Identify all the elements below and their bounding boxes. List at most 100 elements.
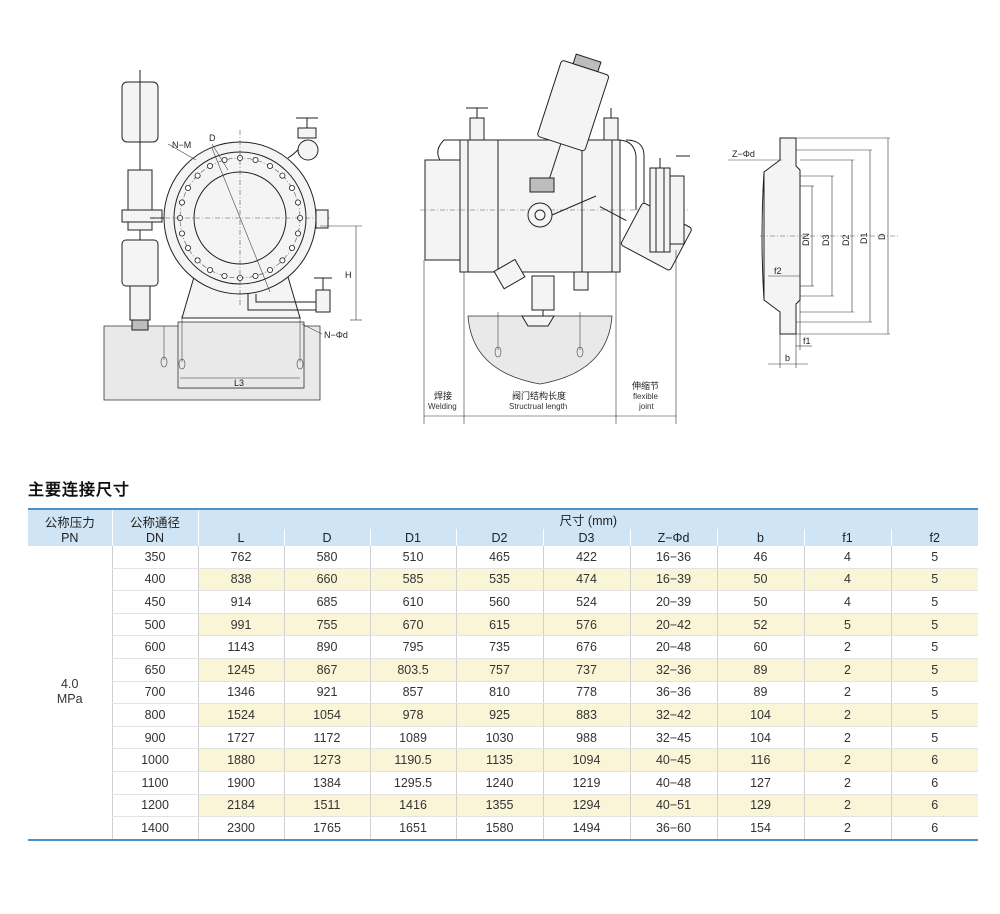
table-cell: 5 <box>890 681 979 705</box>
dn-cell: 450 <box>111 590 198 614</box>
table-cell: 40−51 <box>629 794 717 818</box>
table-cell: 20−42 <box>629 613 717 637</box>
label-joint-cn: 伸缩节 <box>632 380 659 391</box>
label-l3: L3 <box>234 378 244 388</box>
label-nm: N−M <box>172 140 191 150</box>
bolt-hole <box>178 230 185 237</box>
flange-bolt-holes <box>176 154 303 281</box>
label-d1: D1 <box>859 232 869 244</box>
bolt-hole <box>279 257 286 264</box>
table-cell: 5 <box>890 703 979 727</box>
label-f1: f1 <box>803 336 811 346</box>
table-cell: 857 <box>369 681 456 705</box>
bolt-hole <box>184 184 191 191</box>
label-dd: D <box>877 233 887 240</box>
table-cell: 1240 <box>455 771 543 795</box>
label-h: H <box>345 270 352 280</box>
table-cell: 1054 <box>283 703 370 727</box>
table-cell: 2 <box>803 703 891 727</box>
table-cell: 89 <box>716 681 804 705</box>
dn-cell: 600 <box>111 635 198 659</box>
table-cell: 757 <box>455 658 543 682</box>
table-cell: 1651 <box>369 816 456 841</box>
front-view-drawing: N−M D H N−Φd L3 <box>103 70 362 401</box>
dn-cell: 1000 <box>111 748 198 772</box>
table-cell: 154 <box>716 816 804 841</box>
table-cell: 32−45 <box>629 726 717 750</box>
label-dn: DN <box>801 233 811 246</box>
table-cell: 2 <box>803 794 891 818</box>
table-cell: 991 <box>197 613 284 637</box>
table-cell: 2 <box>803 816 891 841</box>
bolt-hole <box>194 257 201 264</box>
table-cell: 978 <box>369 703 456 727</box>
dn-cell: 500 <box>111 613 198 637</box>
table-cell: 20−39 <box>629 590 717 614</box>
table-cell: 2300 <box>197 816 284 841</box>
dn-cell: 1400 <box>111 816 198 841</box>
table-cell: 127 <box>716 771 804 795</box>
table-cell: 867 <box>283 658 370 682</box>
label-welding-cn: 焊接 <box>434 390 452 401</box>
label-d-front: D <box>209 133 216 143</box>
label-b: b <box>785 353 790 363</box>
label-length-en: Structrual length <box>509 402 567 411</box>
table-cell: 883 <box>542 703 630 727</box>
table-cell: 104 <box>716 726 804 750</box>
table-cell: 1727 <box>197 726 284 750</box>
bolt-hole <box>206 162 213 169</box>
table-cell: 914 <box>197 590 284 614</box>
table-cell: 6 <box>890 771 979 795</box>
table-cell: 762 <box>197 546 284 569</box>
table-cell: 2 <box>803 771 891 795</box>
dn-cell: 650 <box>111 658 198 682</box>
bolt-hole <box>294 230 301 237</box>
bolt-hole <box>178 199 185 206</box>
table-cell: 1346 <box>197 681 284 705</box>
table-cell: 5 <box>890 568 979 592</box>
table-cell: 755 <box>283 613 370 637</box>
label-welding-en: Welding <box>428 402 457 411</box>
label-joint-en2: joint <box>638 402 654 411</box>
table-cell: 50 <box>716 568 804 592</box>
table-cell: 1295.5 <box>369 771 456 795</box>
table-cell: 615 <box>455 613 543 637</box>
dn-cell: 1100 <box>111 771 198 795</box>
table-cell: 36−36 <box>629 681 717 705</box>
table-cell: 1245 <box>197 658 284 682</box>
side-view-drawing: 焊接 Welding 阀门结构长度 Structrual length 伸缩节 … <box>420 53 692 424</box>
bolt-hole <box>221 272 228 279</box>
table-cell: 1494 <box>542 816 630 841</box>
table-cell: 32−36 <box>629 658 717 682</box>
table-cell: 5 <box>890 546 979 569</box>
table-cell: 50 <box>716 590 804 614</box>
table-cell: 1880 <box>197 748 284 772</box>
pn-header-cn: 公称压力 <box>44 515 95 530</box>
column-header: D3 <box>542 529 630 546</box>
table-cell: 5 <box>890 635 979 659</box>
table-cell: 921 <box>283 681 370 705</box>
label-length-cn: 阀门结构长度 <box>512 390 566 401</box>
bolt-hole <box>279 172 286 179</box>
table-cell: 1294 <box>542 794 630 818</box>
table-cell: 510 <box>369 546 456 569</box>
label-nphid: N−Φd <box>324 330 348 340</box>
table-cell: 795 <box>369 635 456 659</box>
table-cell: 16−36 <box>629 546 717 569</box>
dn-cell: 400 <box>111 568 198 592</box>
table-cell: 474 <box>542 568 630 592</box>
label-zphid: Z−Φd <box>732 149 755 159</box>
table-cell: 535 <box>455 568 543 592</box>
table-cell: 5 <box>890 658 979 682</box>
table-cell: 1355 <box>455 794 543 818</box>
bolt-hole <box>288 244 295 251</box>
column-header: L <box>197 529 284 546</box>
